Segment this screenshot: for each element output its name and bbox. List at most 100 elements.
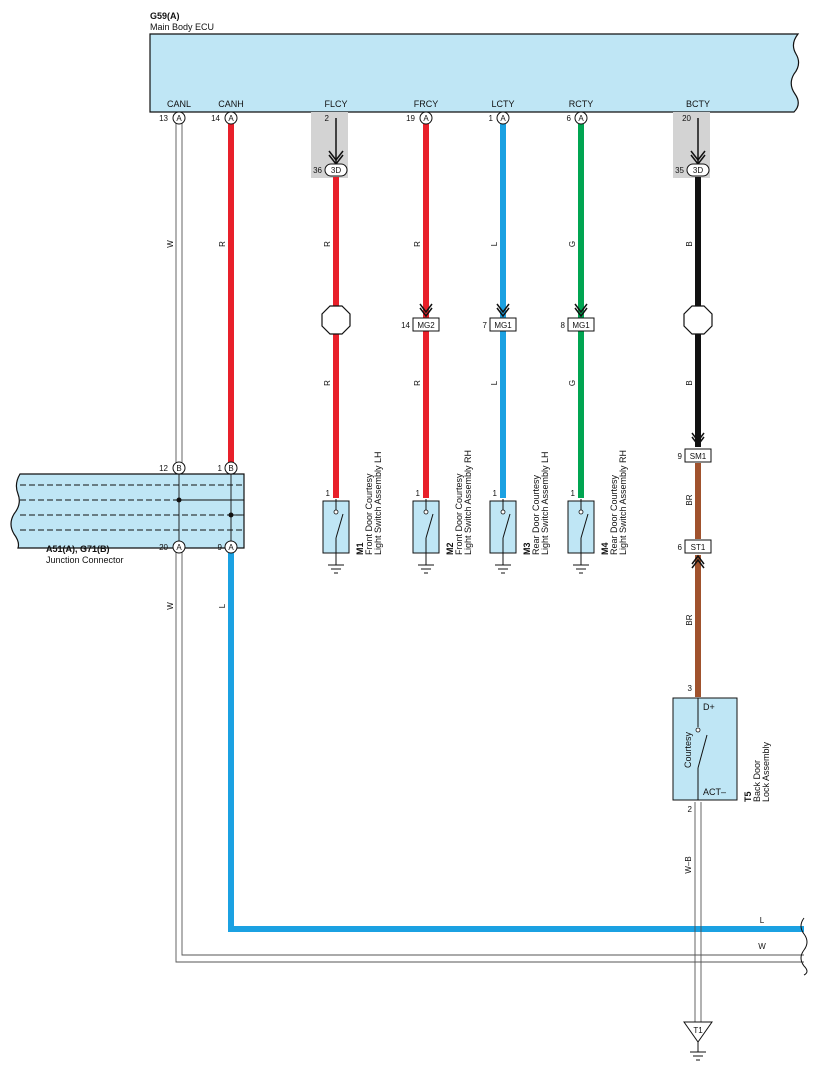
switch-pin: 1: [326, 489, 331, 498]
ecu-pin-label: LCTY: [491, 99, 514, 109]
conn-code: MG1: [572, 321, 590, 330]
pin-number: 12: [159, 464, 168, 473]
connector-st1: ST1 6: [678, 539, 712, 569]
ecu-pin-label: CANL: [167, 99, 191, 109]
wire-label: W: [758, 942, 766, 951]
conn-code: SM1: [690, 452, 707, 461]
wire-label: B: [685, 241, 694, 246]
conn-pin: 6: [678, 543, 683, 552]
switch-name-line1: Front Door Courtesy: [454, 473, 464, 555]
t5-inner-label: Courtesy: [683, 731, 693, 768]
t5-pin-top: 3: [688, 684, 693, 693]
junction-code: A51(A), G71(B): [46, 544, 110, 554]
conn-pin: 7: [483, 321, 488, 330]
junction-dot: [228, 512, 234, 518]
ecu-pin-numbers: 13 14 2 19 1 6 20: [159, 114, 691, 123]
wire-label: G: [568, 380, 577, 386]
pin-number: 14: [211, 114, 220, 123]
wire-label: BR: [685, 494, 694, 505]
conn-pin: 8: [561, 321, 566, 330]
switch-pin: 1: [416, 489, 421, 498]
pin-number: 19: [406, 114, 415, 123]
ecu-box: [149, 33, 800, 113]
conn-code: 3D: [331, 166, 341, 175]
wire-label: W: [166, 602, 175, 610]
pin-number: 9: [218, 543, 223, 552]
t5-name-line1: Back Door: [752, 760, 762, 802]
pin-number: 6: [567, 114, 572, 123]
wire-label: L: [218, 603, 227, 608]
t5-pin-bottom: 2: [688, 805, 693, 814]
t5-name-line2: Lock Assembly: [761, 741, 771, 802]
conn-code: ST1: [691, 543, 706, 552]
ecu-code: G59(A): [150, 11, 180, 21]
switch-code: M2: [445, 542, 455, 555]
pin-conn-letter: A: [500, 114, 506, 123]
wire-label: L: [490, 380, 499, 385]
conn-code: MG2: [417, 321, 435, 330]
connector-sm1: SM1 9: [678, 432, 712, 463]
pin-conn-letter: A: [176, 114, 182, 123]
t5-code: T5: [743, 791, 753, 802]
switch-m1: 1 M1 Front Door Courtesy Light Switch As…: [322, 451, 383, 574]
pin-number: 1: [489, 114, 494, 123]
switch-code: M1: [355, 542, 365, 555]
splice-bcty: [683, 305, 713, 335]
ground-code: T1: [693, 1026, 703, 1035]
switch-m4: 1 M4 Rear Door Courtesy Light Switch Ass…: [567, 450, 628, 574]
wire-labels: W R R R R R L L G G B B BR BR W–B W L L …: [166, 240, 766, 951]
wire-label: L: [760, 916, 765, 925]
switch-m3: 1 M3 Rear Door Courtesy Light Switch Ass…: [489, 451, 550, 574]
ecu-pin-label: BCTY: [686, 99, 710, 109]
pin-conn-letter: A: [578, 114, 584, 123]
back-door-lock: 3 D+ ACT– Courtesy 2 T5 Back Door Lock A…: [672, 684, 771, 814]
ecu-pin-label: CANH: [218, 99, 244, 109]
splice-flcy: [321, 305, 351, 335]
switch-name-line1: Rear Door Courtesy: [531, 474, 541, 555]
pin-conn-letter: A: [228, 543, 234, 552]
wire-label: L: [490, 241, 499, 246]
junction-name: Junction Connector: [46, 555, 124, 565]
wire-t5-ground: [694, 802, 702, 1022]
switch-name-line2: Light Switch Assembly LH: [373, 451, 383, 555]
wire-label: W–B: [684, 856, 693, 873]
switch-name-line2: Light Switch Assembly RH: [618, 450, 628, 555]
switch-code: M4: [600, 542, 610, 555]
connector-mg1-lcty: MG1 7: [483, 303, 517, 332]
pin-conn-letter: A: [228, 114, 234, 123]
wire-label: R: [413, 241, 422, 247]
wire-canl: [175, 123, 804, 963]
conn-code: 3D: [693, 166, 703, 175]
switch-name-line1: Front Door Courtesy: [364, 473, 374, 555]
connector-3d-bcty: 3D 35: [675, 150, 710, 177]
wire-label: G: [568, 241, 577, 247]
switch-name-line2: Light Switch Assembly RH: [463, 450, 473, 555]
switch-pin: 1: [571, 489, 576, 498]
bus-break: [800, 917, 808, 976]
connector-mg2: MG2 14: [401, 303, 440, 332]
conn-pin: 36: [313, 166, 322, 175]
pin-number: 2: [325, 114, 330, 123]
ground-t1: T1: [683, 1021, 713, 1061]
junction-dot: [176, 497, 182, 503]
switch-name-line1: Rear Door Courtesy: [609, 474, 619, 555]
wire-label: B: [685, 380, 694, 385]
wire-label: R: [323, 380, 332, 386]
conn-pin: 14: [401, 321, 410, 330]
conn-code: MG1: [494, 321, 512, 330]
pin-number: 20: [682, 114, 691, 123]
conn-pin: 9: [678, 452, 683, 461]
pin-conn-letter: A: [423, 114, 429, 123]
connector-mg1-rcty: MG1 8: [561, 303, 595, 332]
switch-pin: 1: [493, 489, 498, 498]
ecu-pin-circles: A A A A A: [172, 111, 588, 125]
ecu-pin-label: RCTY: [569, 99, 594, 109]
wire-label: R: [413, 380, 422, 386]
switch-code: M3: [522, 542, 532, 555]
connector-3d-flcy: 3D 36: [313, 150, 348, 177]
pin-number: 13: [159, 114, 168, 123]
t5-terminal-bottom: ACT–: [703, 787, 726, 797]
switch-m2: 1 M2 Front Door Courtesy Light Switch As…: [412, 450, 473, 574]
junction-pins: 12 B 1 B 20 A 9 A: [159, 461, 238, 554]
